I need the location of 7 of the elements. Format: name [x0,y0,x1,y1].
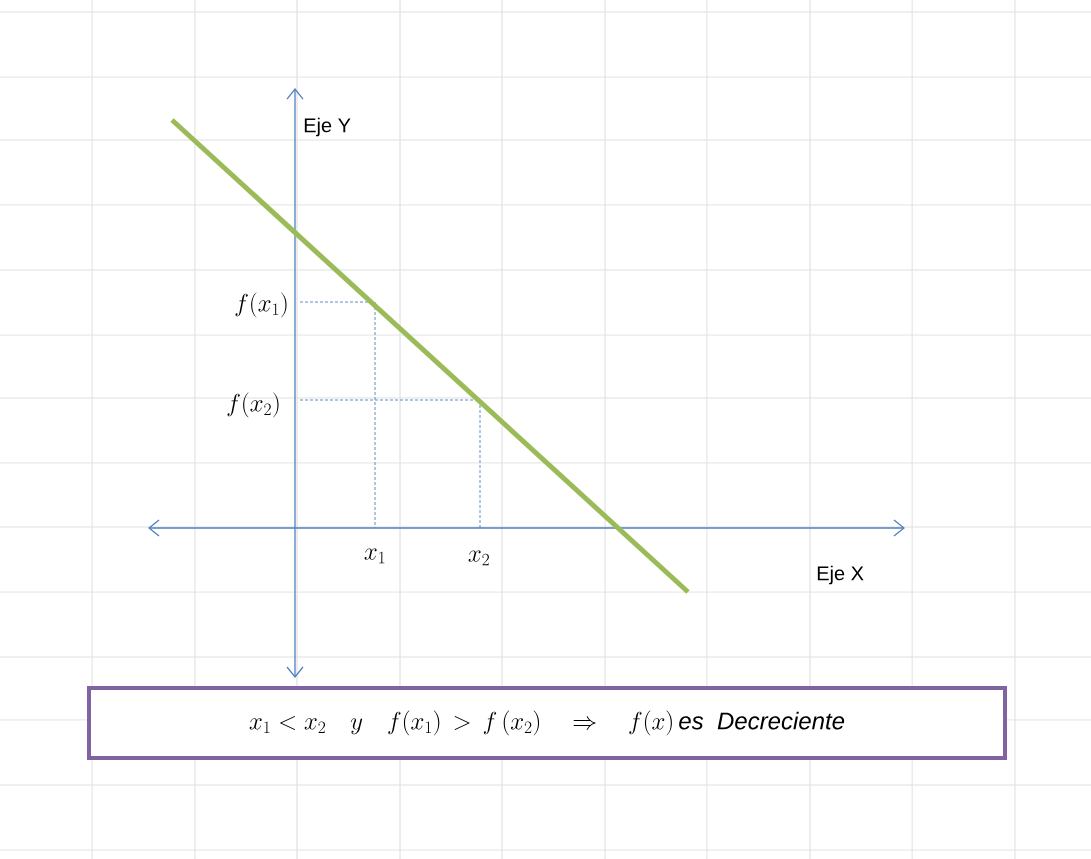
formula-box: $x_1 < x_2 \quad y \quad f(x_1) \, > \, f\,(x_2) \quad \Rightarrow \quad f(x)\,\mathit{es}\ \ \mathit{Decreciente}$ [87,686,1007,760]
math-label: $f(x_2)$ [227,392,279,418]
axis-label: Eje Y [304,117,351,137]
math-label: $x_2$ [468,550,489,566]
math-label: $f(x_1)$ [235,292,287,318]
axis-label: Eje X [817,565,864,585]
math-label: $x_1$ [364,548,385,564]
